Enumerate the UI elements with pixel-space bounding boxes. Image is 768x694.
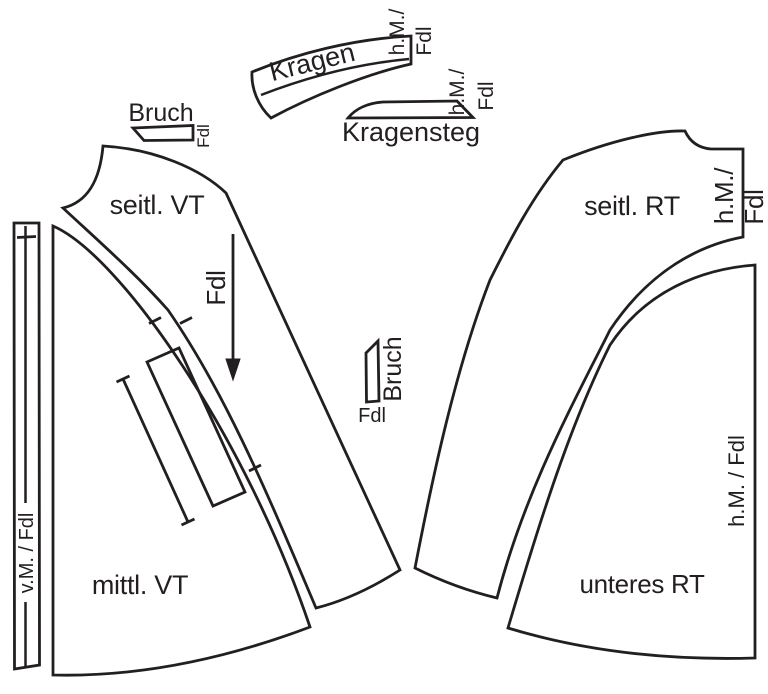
unteres-rt-outline (506, 263, 757, 660)
kragen-grainline-label-1: h.M./ (386, 9, 409, 56)
unteres-rt-label: unteres RT (579, 569, 705, 599)
seitl-vt-label: seitl. VT (110, 190, 205, 220)
bruch-mid-label: Bruch (379, 336, 407, 401)
piece-mittl-vt: mittl. VT (51, 223, 312, 677)
piece-seitl-rt: seitl. RT h.M./ Fdl (413, 129, 768, 600)
seitl-rt-label: seitl. RT (584, 191, 680, 221)
center-front-strip-cross-mark (16, 235, 37, 239)
seitl-rt-grainline-label-2: Fdl (739, 189, 768, 224)
kragen-grainline-label-2: Fdl (413, 26, 436, 55)
seitl-rt-outline (413, 129, 745, 600)
kragensteg-grainline-label-1: h.M./ (446, 69, 469, 116)
kragen-roll-line (260, 57, 410, 97)
mittl-vt-label: mittl. VT (92, 570, 188, 600)
piece-unteres-rt: unteres RT h.M. / Fdl (506, 263, 757, 660)
bruch-top-label: Bruch (128, 99, 193, 127)
kragensteg-label: Kragensteg (342, 117, 480, 147)
notch-mark-3 (248, 463, 262, 473)
kragensteg-outline (345, 99, 477, 120)
grainline-arrow-label: Fdl (201, 270, 231, 305)
piece-center-front-strip: v.M. / Fdl (12, 221, 41, 671)
seitl-vt-outline (60, 144, 402, 610)
welt-pocket (145, 346, 247, 508)
grainline-arrowhead (225, 358, 241, 382)
placement-tick-bottom (180, 517, 196, 527)
mittl-vt-outline (51, 223, 312, 677)
piece-bruch-strip-top: Bruch Fdl (128, 99, 213, 148)
grainline-arrow: Fdl (201, 234, 241, 382)
piece-seitl-vt: seitl. VT (60, 144, 402, 610)
bruch-mid-grainline-label: Fdl (358, 405, 386, 427)
pocket-placement-line (121, 378, 190, 523)
placement-tick-top (115, 374, 131, 384)
piece-kragensteg: Kragensteg h.M./ Fdl (342, 69, 498, 147)
bruch-strip-mid-outline (364, 337, 381, 404)
piece-bruch-strip-mid: Bruch Fdl (358, 336, 407, 427)
notch-mark-2 (179, 316, 193, 325)
kragensteg-grainline-label-2: Fdl (475, 81, 498, 110)
bruch-top-grainline-label: Fdl (194, 124, 213, 148)
center-front-strip-outline (12, 221, 41, 671)
center-front-grainline-label: v.M. / Fdl (16, 513, 38, 594)
seitl-rt-grainline-label-1: h.M./ (709, 167, 739, 224)
kragen-outline (250, 34, 413, 120)
bruch-strip-top-outline (130, 124, 195, 142)
kragen-label: Kragen (266, 37, 358, 87)
unteres-rt-grainline-label: h.M. / Fdl (724, 435, 749, 527)
